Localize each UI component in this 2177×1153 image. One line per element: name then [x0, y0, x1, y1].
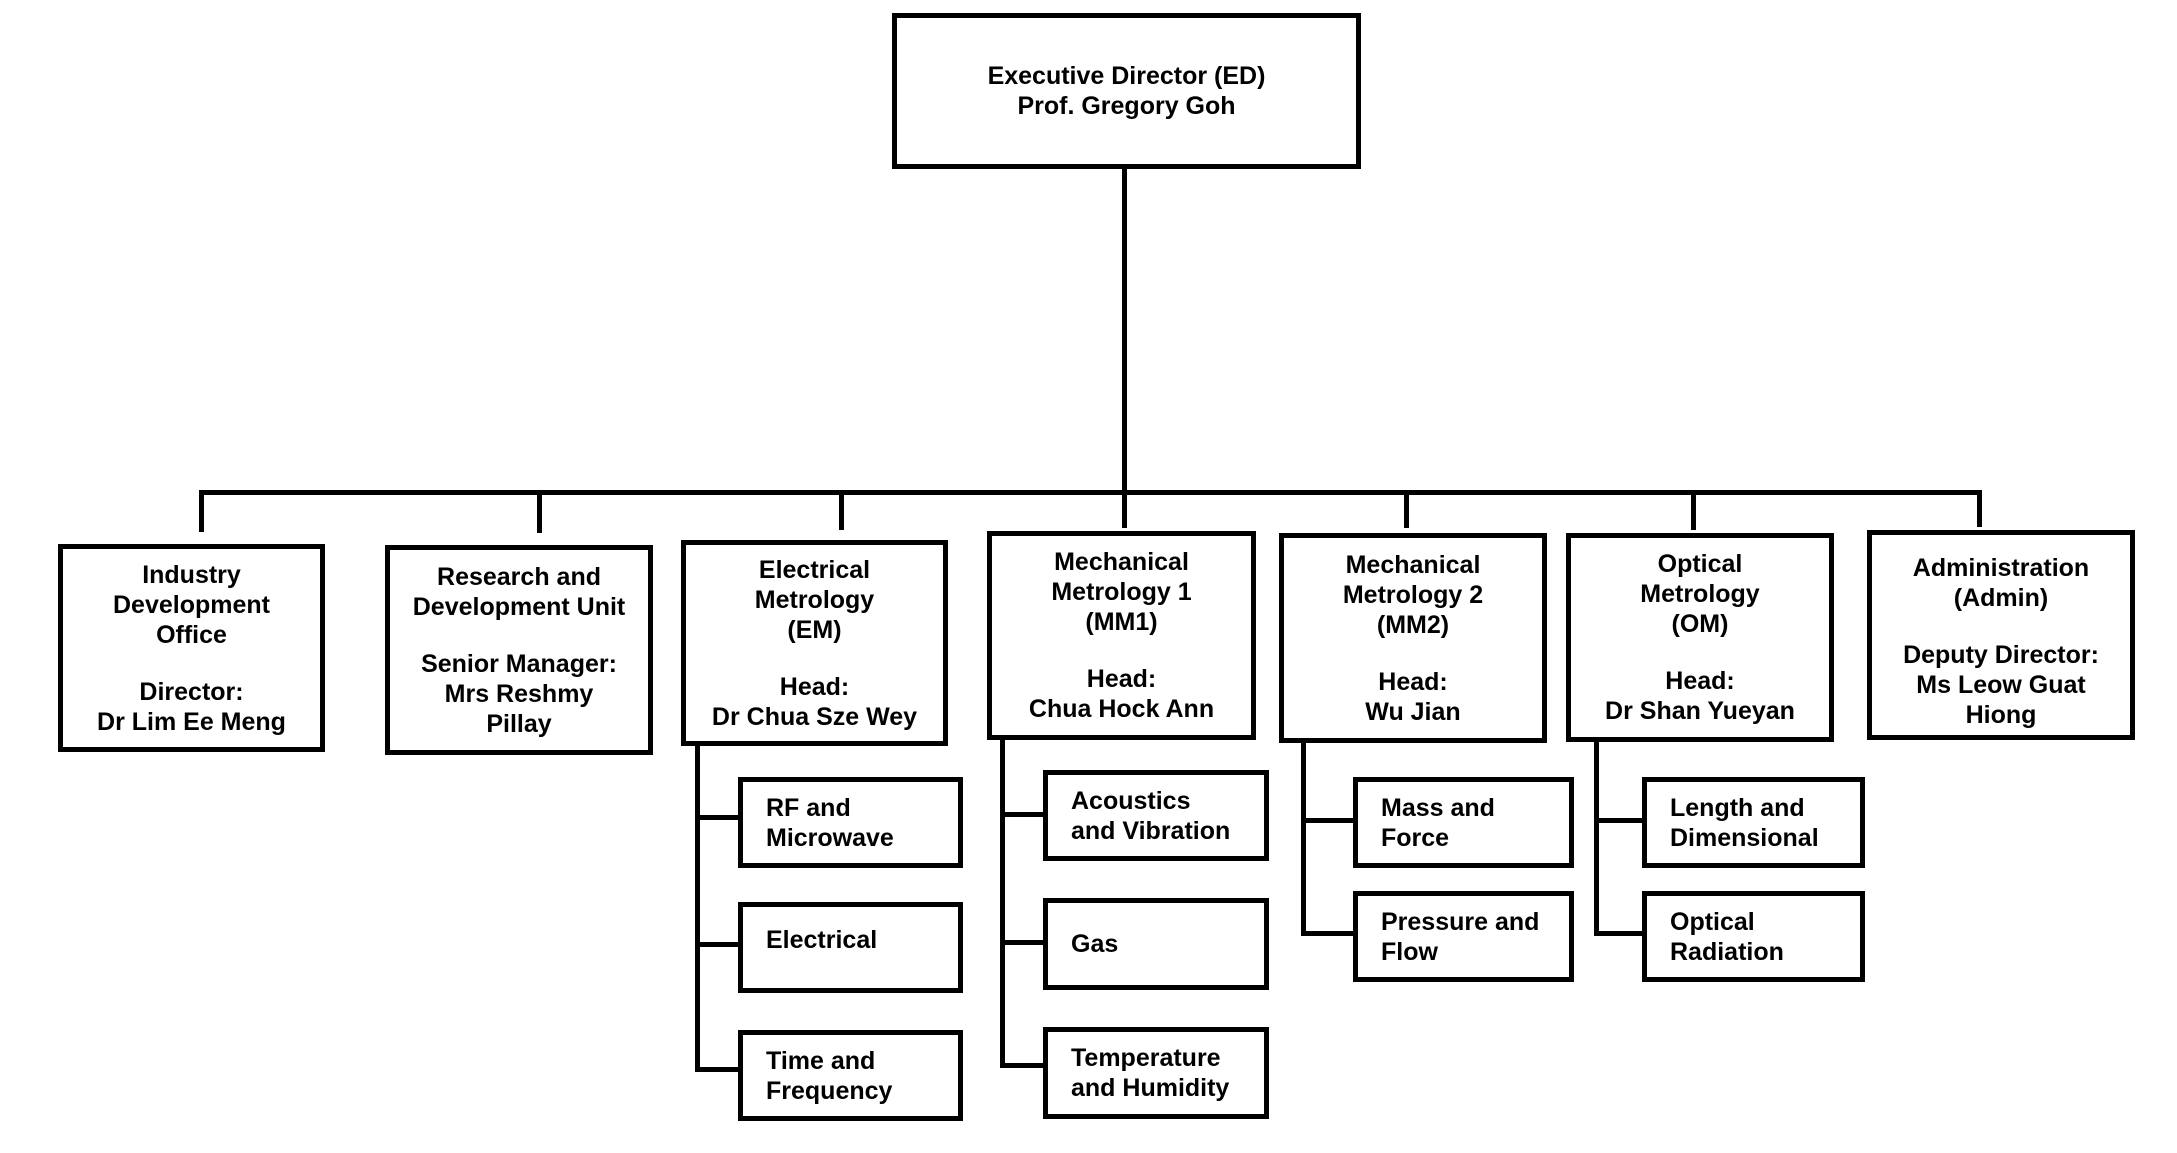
connector-line — [695, 1067, 740, 1072]
section-label-line: Acoustics — [1071, 786, 1191, 815]
unit-name-line: (Admin) — [1953, 584, 2049, 612]
unit-name-line: Industry — [142, 560, 241, 589]
unit-role: Director: — [139, 677, 244, 706]
unit-name-line: Development Unit — [412, 592, 626, 621]
unit-role: Head: — [1378, 667, 1448, 696]
section-label-line: Optical — [1670, 907, 1755, 936]
executive-director-box: Executive Director (ED) Prof. Gregory Go… — [892, 13, 1361, 169]
connector-line — [1691, 490, 1696, 530]
unit-role: Deputy Director: — [1903, 641, 2099, 669]
section-label-line: Force — [1381, 823, 1450, 852]
unit-name-line: Mechanical — [1054, 548, 1189, 576]
unit-name-line: Optical — [1657, 550, 1743, 578]
unit-administration: Administration (Admin) Deputy Director: … — [1867, 530, 2135, 740]
connector-line — [1122, 490, 1127, 528]
unit-role: Head: — [1665, 667, 1735, 695]
connector-line — [1000, 735, 1005, 1068]
unit-role: Head: — [1086, 665, 1157, 693]
connector-line — [839, 490, 844, 530]
unit-person-line: Dr Chua Sze Wey — [711, 702, 918, 731]
unit-mechanical-metrology-2: Mechanical Metrology 2 (MM2) Head: Wu Ji… — [1279, 533, 1547, 743]
connector-line — [1000, 1063, 1045, 1068]
section-pressure-and-flow: Pressure and Flow — [1353, 891, 1574, 982]
section-label-line: and Vibration — [1071, 816, 1231, 845]
unit-name-line: Metrology — [1640, 580, 1760, 608]
unit-name-line: Mechanical — [1345, 550, 1481, 579]
connector-line — [1404, 490, 1409, 528]
unit-person-line: Ms Leow Guat — [1916, 671, 2086, 699]
unit-name-line: Office — [156, 620, 227, 649]
section-label-line: Flow — [1381, 937, 1438, 966]
unit-name-line: Research and — [437, 562, 601, 591]
unit-person-line: Dr Lim Ee Meng — [97, 707, 286, 736]
connector-line — [1977, 490, 1982, 527]
section-mass-and-force: Mass and Force — [1353, 777, 1574, 868]
unit-name-line: Metrology 2 — [1342, 580, 1484, 609]
unit-person-line: Chua Hock Ann — [1028, 695, 1215, 723]
unit-person-line: Pillay — [486, 709, 552, 738]
unit-name-line: Metrology 1 — [1051, 578, 1192, 606]
connector-line — [537, 490, 542, 533]
unit-role: Head: — [779, 672, 850, 701]
connector-line — [1122, 168, 1127, 490]
unit-optical-metrology: Optical Metrology (OM) Head: Dr Shan Yue… — [1566, 533, 1834, 742]
section-label-line: Mass and — [1381, 793, 1495, 822]
executive-title: Executive Director (ED) — [987, 62, 1266, 90]
unit-person-line: Mrs Reshmy — [444, 679, 594, 708]
unit-name-line: Metrology — [754, 585, 875, 614]
connector-line — [199, 490, 204, 532]
section-length-and-dimensional: Length and Dimensional — [1642, 777, 1865, 868]
section-label-line: Microwave — [766, 823, 894, 852]
section-label-line: Radiation — [1670, 937, 1784, 966]
unit-mechanical-metrology-1: Mechanical Metrology 1 (MM1) Head: Chua … — [987, 531, 1256, 740]
section-label-line: Pressure and — [1381, 907, 1540, 936]
unit-person-line: Dr Shan Yueyan — [1605, 697, 1795, 725]
connector-line — [1594, 931, 1644, 936]
connector-line — [1594, 738, 1599, 936]
section-label-line: Gas — [1071, 930, 1119, 958]
unit-person-line: Wu Jian — [1365, 697, 1461, 726]
connector-line — [695, 815, 740, 820]
unit-name-line: (MM2) — [1376, 610, 1450, 639]
connector-line — [1301, 738, 1306, 936]
connector-line — [1301, 931, 1356, 936]
connector-line — [199, 490, 1982, 495]
connector-line — [1000, 812, 1045, 817]
section-label-line: Time and — [766, 1046, 876, 1075]
unit-name-line: Administration — [1912, 554, 2090, 582]
unit-industry-development-office: Industry Development Office Director: Dr… — [58, 544, 325, 752]
connector-line — [1594, 818, 1644, 823]
section-label-line: and Humidity — [1071, 1074, 1230, 1102]
section-label-line: Frequency — [766, 1076, 893, 1105]
unit-research-and-development: Research and Development Unit Senior Man… — [385, 545, 653, 755]
section-time-and-frequency: Time and Frequency — [738, 1030, 963, 1121]
section-label-line: RF and — [766, 793, 851, 822]
connector-line — [695, 742, 700, 1072]
executive-name: Prof. Gregory Goh — [1017, 92, 1236, 120]
section-acoustics-and-vibration: Acoustics and Vibration — [1043, 770, 1269, 861]
unit-name-line: (MM1) — [1085, 608, 1158, 636]
section-gas: Gas — [1043, 898, 1269, 990]
section-rf-and-microwave: RF and Microwave — [738, 777, 963, 868]
unit-electrical-metrology: Electrical Metrology (EM) Head: Dr Chua … — [681, 540, 948, 746]
unit-person-line: Hiong — [1965, 701, 2037, 729]
unit-role: Senior Manager: — [421, 649, 617, 678]
section-temperature-and-humidity: Temperature and Humidity — [1043, 1027, 1269, 1119]
connector-line — [1301, 818, 1356, 823]
unit-name-line: Electrical — [758, 555, 871, 584]
unit-name-line: Development — [113, 590, 270, 619]
connector-line — [695, 942, 740, 947]
connector-line — [1000, 940, 1045, 945]
section-label-line: Length and — [1670, 793, 1805, 822]
section-label-line: Dimensional — [1670, 823, 1819, 852]
unit-name-line: (EM) — [787, 615, 842, 644]
section-electrical: Electrical — [738, 902, 963, 993]
section-optical-radiation: Optical Radiation — [1642, 891, 1865, 982]
section-label-line: Temperature — [1071, 1044, 1221, 1072]
section-label-line: Electrical — [766, 926, 878, 954]
unit-name-line: (OM) — [1671, 610, 1729, 638]
